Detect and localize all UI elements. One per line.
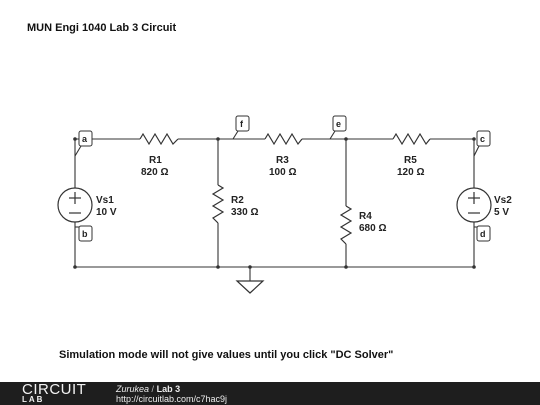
svg-text:e: e [336, 119, 341, 129]
breadcrumb-separator: / [151, 384, 155, 394]
junction-dot [248, 265, 252, 269]
voltage-source-vs1[interactable] [57, 187, 93, 223]
vs2-name: Vs2 [494, 195, 512, 206]
junction-dot [472, 137, 476, 141]
node-a[interactable]: a [74, 130, 93, 157]
resistor-r5[interactable] [392, 132, 431, 146]
circuit-meta: Zurukea / Lab 3 http://circuitlab.com/c7… [116, 384, 227, 404]
node-f[interactable]: f [232, 115, 250, 140]
svg-text:c: c [480, 134, 485, 144]
r1-value: 820 Ω [141, 167, 168, 178]
vs2-value: 5 V [494, 207, 509, 218]
junction-dot [73, 265, 77, 269]
author-link[interactable]: Zurukea [116, 384, 150, 394]
voltage-source-vs2[interactable] [456, 187, 492, 223]
svg-text:f: f [240, 119, 244, 129]
r5-value: 120 Ω [397, 167, 424, 178]
node-e[interactable]: e [329, 115, 347, 140]
page-title: MUN Engi 1040 Lab 3 Circuit [27, 22, 177, 34]
r4-value: 680 Ω [359, 223, 386, 234]
junction-dot [216, 265, 220, 269]
resistor-r4[interactable] [339, 205, 353, 245]
resistor-r2[interactable] [211, 184, 225, 224]
vs1-value: 10 V [96, 207, 117, 218]
node-b[interactable]: b [75, 225, 93, 242]
r1-name: R1 [149, 155, 162, 166]
node-d[interactable]: d [474, 225, 491, 242]
circuitlab-logo-sub: LAB [22, 395, 45, 404]
junction-dot [216, 137, 220, 141]
simulation-note: Simulation mode will not give values unt… [59, 349, 394, 361]
circuit-name: Lab 3 [156, 384, 181, 394]
junction-dot [472, 265, 476, 269]
r4-name: R4 [359, 211, 372, 222]
junction-dot [344, 137, 348, 141]
node-c[interactable]: c [473, 130, 491, 157]
svg-text:b: b [82, 229, 88, 239]
circuitlab-logo[interactable]: CIRCUIT [22, 381, 87, 398]
wires [74, 138, 475, 281]
junction-dot [73, 137, 77, 141]
footer-bar: CIRCUIT LAB Zurukea / Lab 3 http://circu… [0, 382, 540, 405]
r3-name: R3 [276, 155, 289, 166]
r5-name: R5 [404, 155, 417, 166]
r3-value: 100 Ω [269, 167, 296, 178]
r2-name: R2 [231, 195, 244, 206]
svg-text:d: d [480, 229, 486, 239]
junction-dot [344, 265, 348, 269]
ground-symbol[interactable] [235, 280, 265, 294]
circuit-schematic: R1 820 Ω R3 100 Ω R5 120 Ω R2 330 Ω R4 6… [57, 115, 512, 294]
r2-value: 330 Ω [231, 207, 258, 218]
resistor-r3[interactable] [264, 132, 303, 146]
resistor-r1[interactable] [139, 132, 179, 146]
svg-text:a: a [82, 134, 88, 144]
circuit-url[interactable]: http://circuitlab.com/c7hac9j [116, 394, 228, 404]
vs1-name: Vs1 [96, 195, 114, 206]
